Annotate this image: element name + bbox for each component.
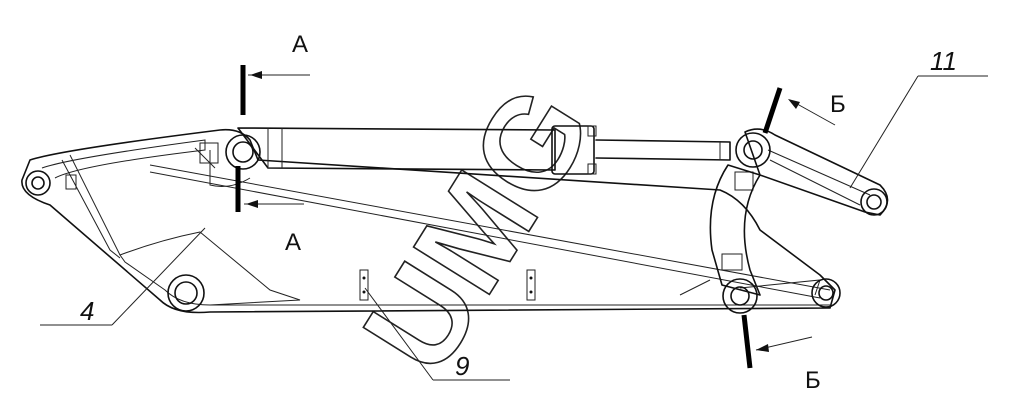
pin-joints <box>25 132 888 314</box>
pin-main <box>167 274 205 312</box>
section-a-cut: A A <box>235 31 310 256</box>
pin-tip <box>811 278 841 308</box>
pin-rod-end <box>735 132 771 168</box>
pin-left <box>25 170 51 196</box>
watermark-text: UMG <box>335 62 620 397</box>
section-a-top-label: A <box>292 31 308 58</box>
part-4-label: 4 <box>80 296 94 326</box>
leader-part-4: 4 <box>40 227 206 326</box>
lug-plates <box>359 269 536 301</box>
section-b-bottom-label: Б <box>805 367 821 394</box>
pin-link-end <box>860 188 888 216</box>
part-11-label: 11 <box>930 46 957 76</box>
section-a-bottom-label: A <box>285 229 301 256</box>
leader-part-11: 11 <box>849 46 988 189</box>
pin-cylinder-base <box>225 134 261 170</box>
section-b-top-label: Б <box>830 91 846 118</box>
section-b-cut: Б Б <box>741 87 846 394</box>
watermark: UMG <box>334 61 620 397</box>
part-9-label: 9 <box>455 351 469 381</box>
pin-rocker <box>722 278 758 314</box>
leader-part-9: 9 <box>364 287 510 381</box>
boom-body <box>21 128 836 314</box>
hydraulic-cylinder <box>237 125 731 175</box>
link-arm <box>734 128 889 216</box>
